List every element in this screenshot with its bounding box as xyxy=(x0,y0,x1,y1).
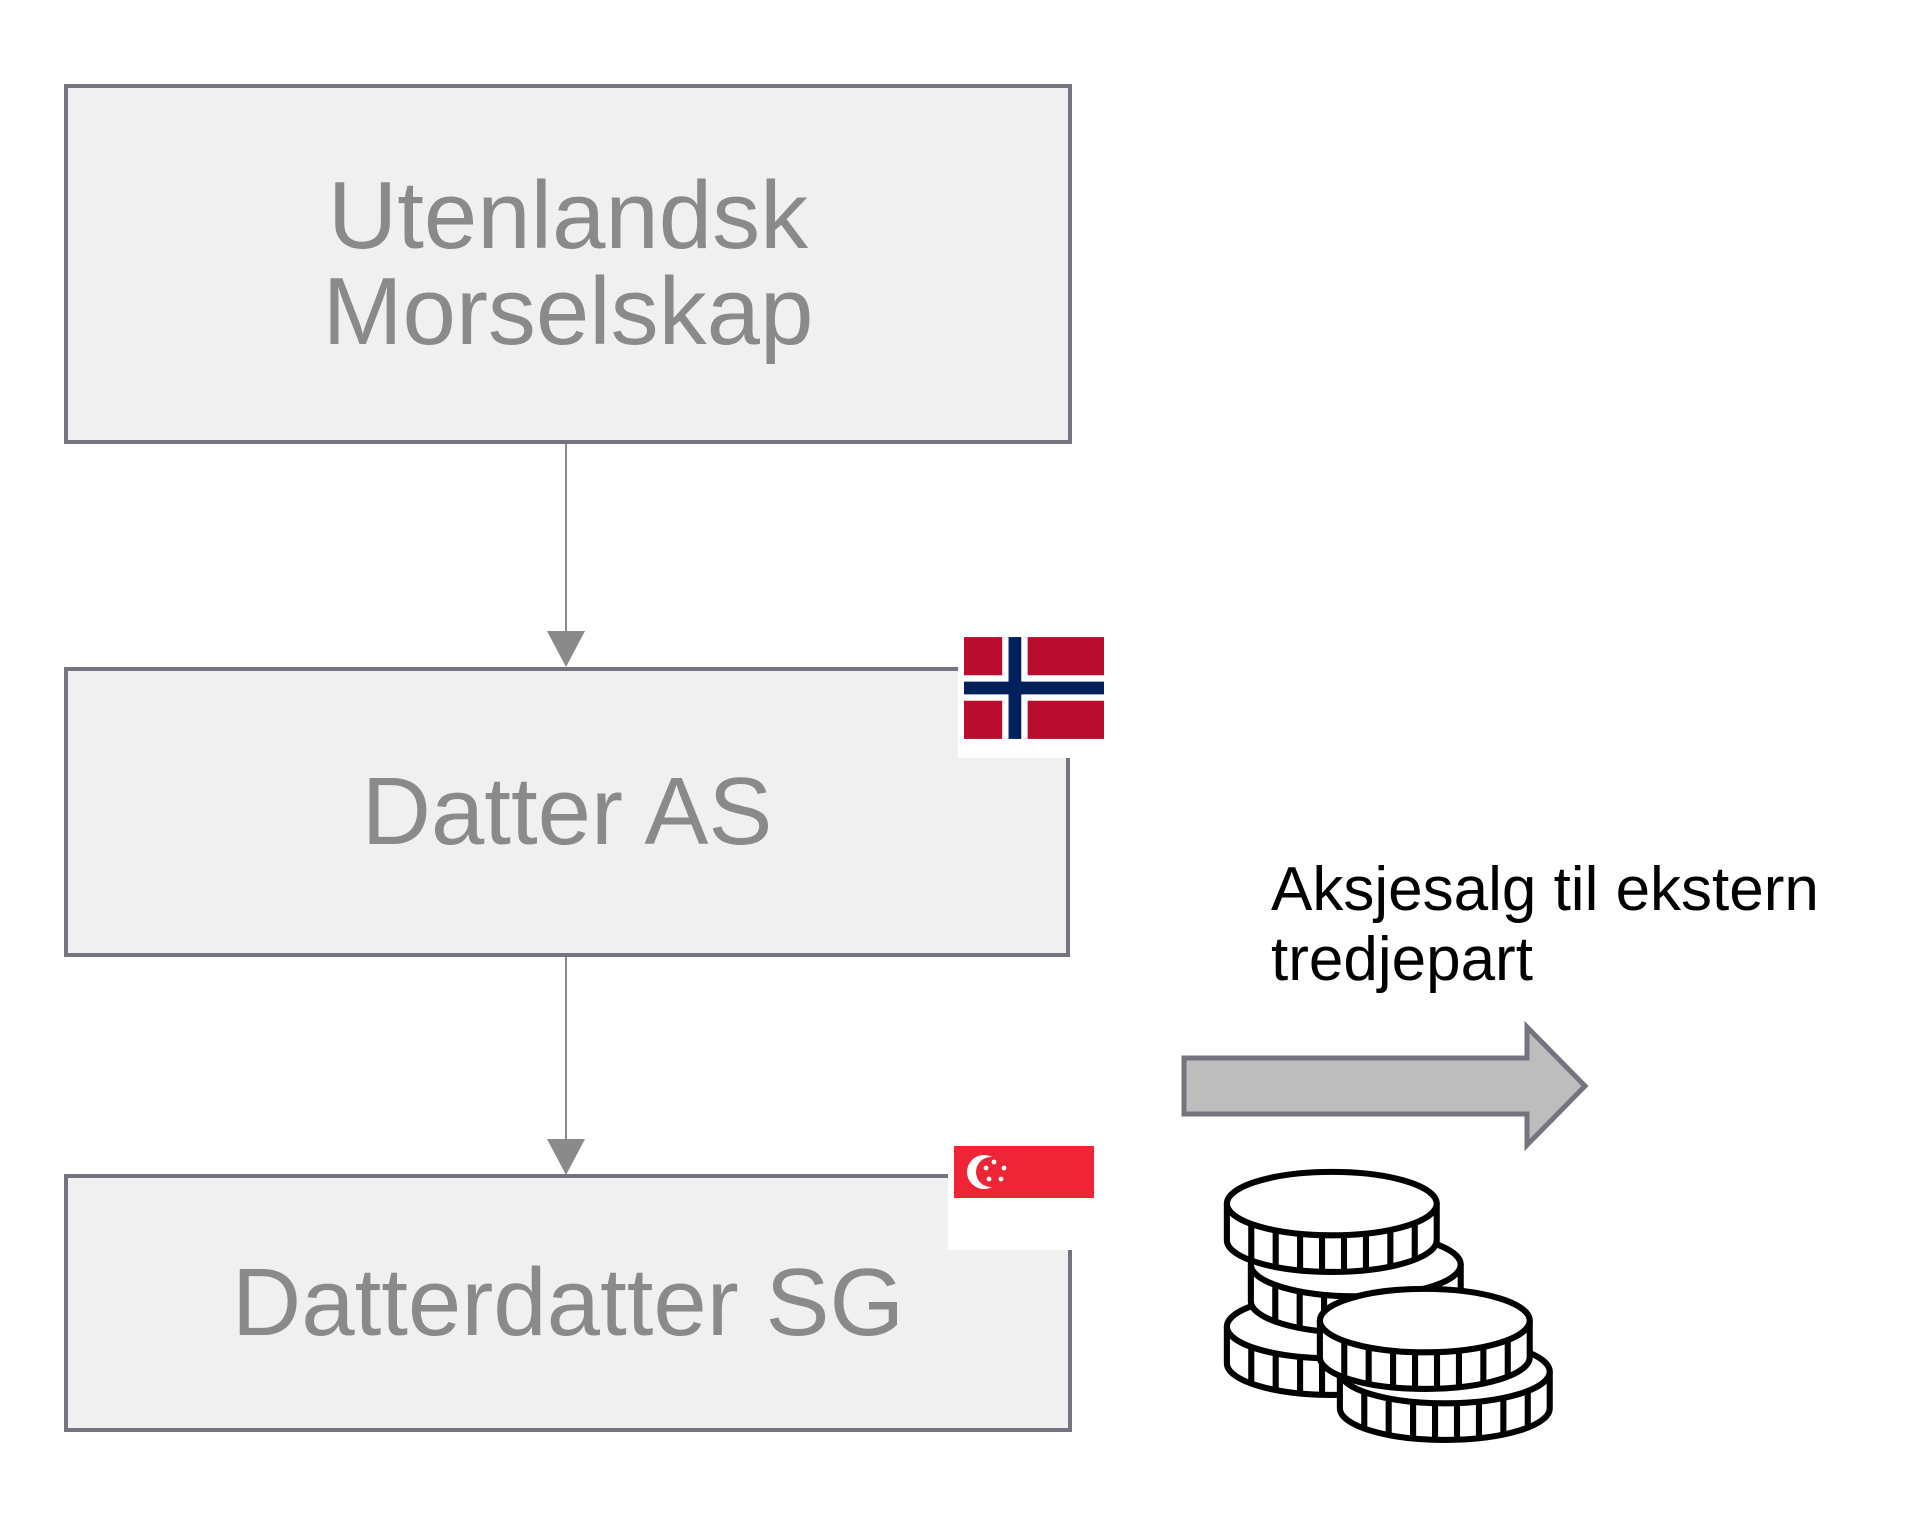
connector-line-1 xyxy=(565,444,567,644)
singapore-flag xyxy=(948,1140,1098,1250)
share-sale-label: Aksjesalg til ekstern tredjepart xyxy=(1271,855,1819,995)
parent-company-box: Utenlandsk Morselskap xyxy=(64,84,1072,444)
connector-line-2 xyxy=(565,957,567,1157)
daughter-company-label: Datter AS xyxy=(361,758,773,865)
granddaughter-company-label: Datterdatter SG xyxy=(231,1249,905,1356)
parent-company-label-line1: Utenlandsk xyxy=(327,162,809,269)
norway-flag xyxy=(958,618,1110,758)
singapore-flag-icon xyxy=(954,1146,1094,1250)
arrowhead-down-2 xyxy=(547,1139,585,1175)
norway-flag-icon xyxy=(964,637,1104,739)
share-sale-label-line1: Aksjesalg til ekstern xyxy=(1271,855,1819,924)
share-sale-label-line2: tredjepart xyxy=(1271,925,1533,994)
parent-company-label-line2: Morselskap xyxy=(322,258,814,365)
granddaughter-company-box: Datterdatter SG xyxy=(64,1174,1072,1432)
arrowhead-down-1 xyxy=(547,631,585,667)
daughter-company-box: Datter AS xyxy=(64,667,1070,957)
